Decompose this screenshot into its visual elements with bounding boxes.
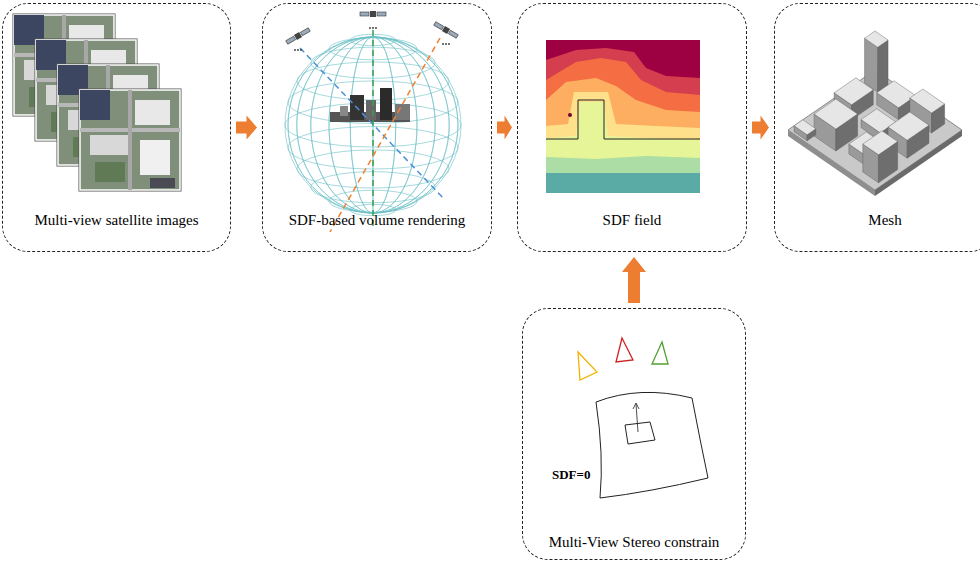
sdf-band [546,40,700,95]
image-detail [128,90,132,190]
block-arrow [236,116,257,140]
block-arrow [752,116,769,140]
sdf-band [546,40,700,140]
ellipsis-dot [369,27,371,29]
satellite-icon [360,11,386,17]
mesh-face [878,40,888,92]
sdf-band [546,40,700,159]
image-frame [79,89,182,192]
mesh-roof [794,120,816,135]
satellite-panel [286,36,296,44]
camera-ray [330,38,440,232]
mesh-roof [910,89,945,113]
satellite-body [370,11,376,17]
sdf-field-image [546,40,700,193]
sdf-band [546,40,700,112]
ellipsis-dot [375,27,377,29]
sdf-band [546,40,700,193]
satellite-icon [433,21,459,39]
mesh-roof [834,78,873,105]
ellipsis-dot [294,49,296,51]
zero-level-label: SDF=0 [552,467,590,483]
stage-caption: Mesh [775,212,980,229]
sdf-band [546,40,700,78]
normal-arrowhead [633,403,639,409]
normal-vector [636,404,638,432]
stage-caption: SDF field [518,212,746,229]
image-ground [80,90,180,190]
dashed-stage-box: Multi-view satellite images [2,3,231,252]
image-detail [90,135,130,155]
satellite-panel [360,12,369,16]
mesh-roof [863,131,898,155]
satellite-panel [434,22,444,30]
image-detail [135,100,170,125]
zero-level-outline [546,100,700,139]
dashed-stage-box: SDF-based volume rendering [262,3,492,252]
satellite-panel [377,12,386,16]
stage-caption: SDF-based volume rendering [263,212,491,229]
sdf-band [546,40,700,128]
scene-building [340,106,348,116]
image-detail [140,140,170,175]
ellipsis-dot [300,49,302,51]
ellipsis-dot [372,27,374,29]
ellipsis-dot [445,43,447,45]
dashed-stage-box: SDF field [517,3,747,252]
camera-ray [372,30,374,230]
image-detail [95,162,125,182]
ellipsis-dot [448,43,450,45]
scene-building [380,88,392,120]
camera-frustum [578,352,597,380]
satellite-image [79,89,182,192]
image-stack [13,14,182,192]
block-arrow [622,257,646,303]
mesh-face [865,38,878,92]
satellite-panel [448,30,458,38]
camera-frustum [616,338,633,362]
camera-frustum [652,342,668,364]
mesh-roof [888,112,929,140]
stage-caption: Multi-View Stereo constrain [523,534,745,551]
block-arrow [497,116,512,140]
stage-caption: Multi-view satellite images [3,212,230,229]
surface-element [625,422,655,444]
image-detail [150,178,175,188]
dashed-stage-box: Multi-View Stereo constrain [522,308,746,560]
satellite-panel [300,28,310,36]
mesh-roof [814,99,858,129]
scene-building [366,100,376,120]
sdf-spot [568,113,572,117]
dashed-stage-box: Mesh [774,3,980,252]
ellipsis-dot [297,49,299,51]
mesh-roof [865,31,888,47]
image-detail [80,90,110,120]
surface-patch [596,392,708,498]
satellite-icon [285,27,311,45]
city-mesh [788,31,962,196]
ellipsis-dot [442,43,444,45]
sdf-band [546,40,700,173]
